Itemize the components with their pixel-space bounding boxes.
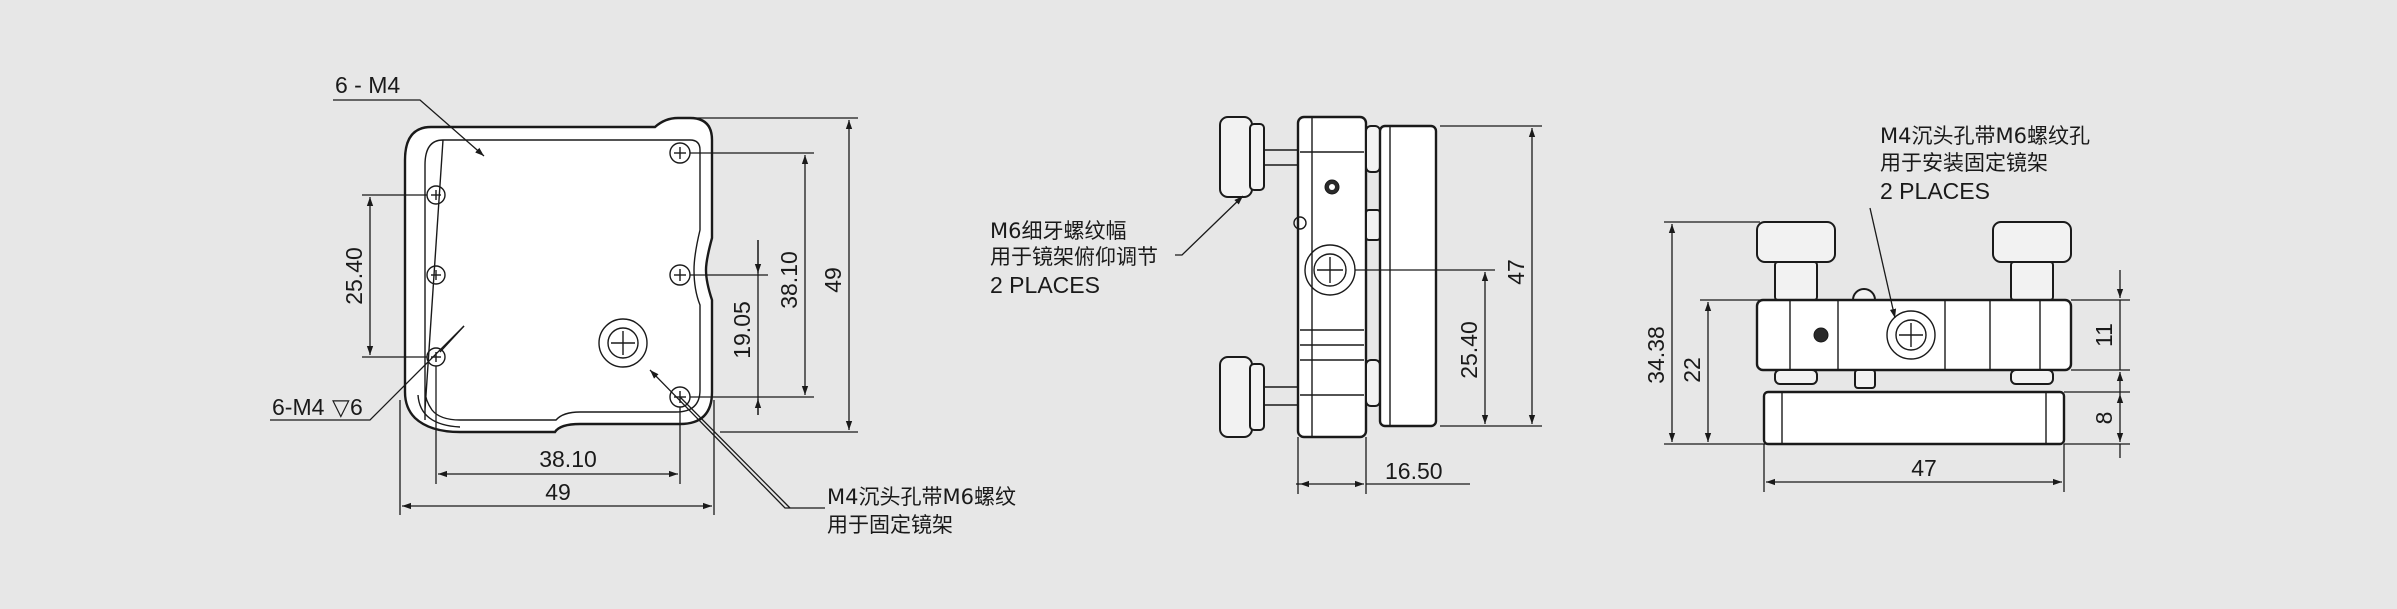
dim-38-10-v-label: 38.10 [776, 251, 802, 309]
dim-8-label: 8 [2091, 412, 2117, 425]
top-plate-bottom-lip [417, 394, 461, 428]
dim-47-front-label: 47 [1911, 455, 1937, 481]
callout-depth-symbol: ▽ [332, 394, 350, 420]
dim-19-05-label: 19.05 [729, 301, 755, 359]
front-knob-left [1756, 221, 1836, 263]
dim-25-40-side-label: 25.40 [1456, 321, 1482, 379]
front-view: M4沉头孔带M6螺纹孔 用于安装固定镜架 2 PLACES 34.38 22 1… [1643, 124, 2130, 492]
dim-22-label: 22 [1679, 357, 1705, 383]
side-front-plate [1378, 124, 1438, 428]
top-view: 6 - M4 6-M4 ▽ 6 M4沉头孔带M6螺纹 用于固定镜架 25.40 … [270, 72, 1016, 537]
top-note-line1: M4沉头孔带M6螺纹 [827, 485, 1016, 509]
dim-47-side-label: 47 [1503, 259, 1529, 285]
dim-34-38-label: 34.38 [1643, 326, 1669, 384]
callout-holes-label: 6 - M4 [335, 72, 400, 98]
callout-tapped-label: 6-M4 [272, 394, 325, 420]
top-plate-inner [424, 139, 701, 421]
front-note-line1: M4沉头孔带M6螺纹孔 [1880, 124, 2090, 148]
leader-fine-thread [1175, 195, 1244, 256]
dim-11-label: 11 [2091, 323, 2117, 347]
front-knob-right [1992, 221, 2072, 263]
callout-depth-value: 6 [350, 394, 363, 420]
dim-49-v-label: 49 [820, 267, 846, 293]
front-base [1762, 390, 2066, 446]
side-note-line2: 用于镜架俯仰调节 [990, 245, 1158, 269]
dim-16-50-label: 16.50 [1385, 458, 1443, 484]
dim-25-40-label: 25.40 [341, 247, 367, 305]
leader-front-counterbore [1869, 207, 1897, 319]
side-view: M6细牙螺纹幅 用于镜架俯仰调节 2 PLACES 47 25.40 16.50 [990, 115, 1542, 494]
adjuster-knob-bottom [1219, 356, 1253, 438]
side-note-line3: 2 PLACES [990, 272, 1100, 298]
leader-counterbore [649, 369, 825, 509]
adjuster-knob-top [1219, 116, 1253, 198]
counterbore-hole [598, 318, 648, 368]
side-main-block [1296, 115, 1368, 439]
top-note-line2: 用于固定镜架 [827, 513, 953, 537]
front-note-line2: 用于安装固定镜架 [1880, 151, 2048, 175]
dim-38-10-h-label: 38.10 [539, 446, 597, 472]
top-plate-outline [403, 116, 714, 434]
dim-49-h-label: 49 [545, 479, 571, 505]
front-note-line3: 2 PLACES [1880, 178, 1990, 204]
mounting-hole-left-mid [426, 265, 446, 285]
side-note-line1: M6细牙螺纹幅 [990, 219, 1126, 243]
leader-6-m4-depth [270, 325, 465, 421]
front-counterbore [1886, 310, 1936, 360]
leader-6-m4 [333, 99, 485, 157]
